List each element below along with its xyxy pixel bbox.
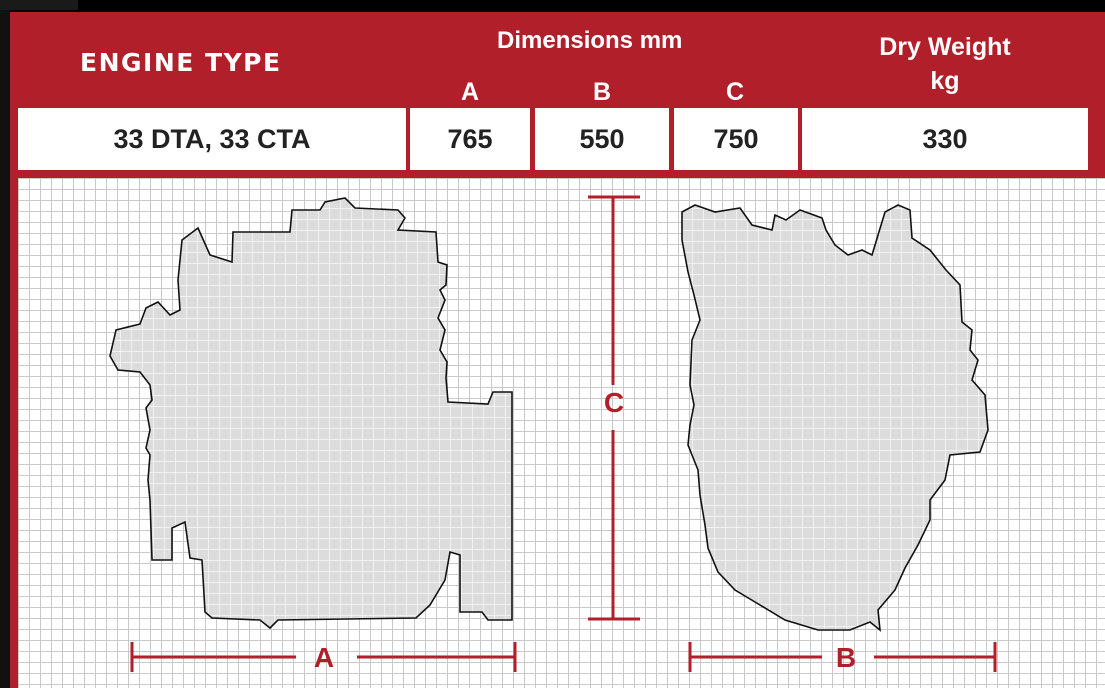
dry-weight-header: Dry Weight kg bbox=[800, 30, 1090, 98]
dimensions-header: Dimensions mm bbox=[497, 27, 683, 54]
corner-tab bbox=[0, 0, 78, 10]
engine-front-silhouette bbox=[681, 204, 989, 632]
dimension-a-label: A bbox=[314, 642, 334, 673]
dry-weight-label: Dry Weight bbox=[879, 33, 1011, 61]
engine-type-header: ENGINE TYPE bbox=[80, 48, 282, 77]
engine-type-cell: 33 DTA, 33 CTA bbox=[18, 108, 406, 170]
dimension-b-line bbox=[688, 642, 997, 672]
dimension-a-line bbox=[130, 642, 517, 672]
dimension-c-cell: 750 bbox=[674, 108, 798, 170]
dimension-c-line bbox=[588, 195, 640, 621]
column-c-header: C bbox=[725, 78, 745, 106]
dimension-b-label: B bbox=[836, 642, 856, 673]
dry-weight-unit: kg bbox=[930, 67, 960, 95]
left-edge-bar bbox=[0, 10, 10, 688]
dimension-b-cell: 550 bbox=[535, 108, 669, 170]
column-a-header: A bbox=[460, 78, 480, 106]
dimension-c-label: C bbox=[604, 387, 624, 418]
dimension-a-cell: 765 bbox=[410, 108, 530, 170]
column-b-header: B bbox=[592, 78, 612, 106]
engine-side-silhouette bbox=[109, 197, 513, 630]
dry-weight-cell: 330 bbox=[802, 108, 1088, 170]
